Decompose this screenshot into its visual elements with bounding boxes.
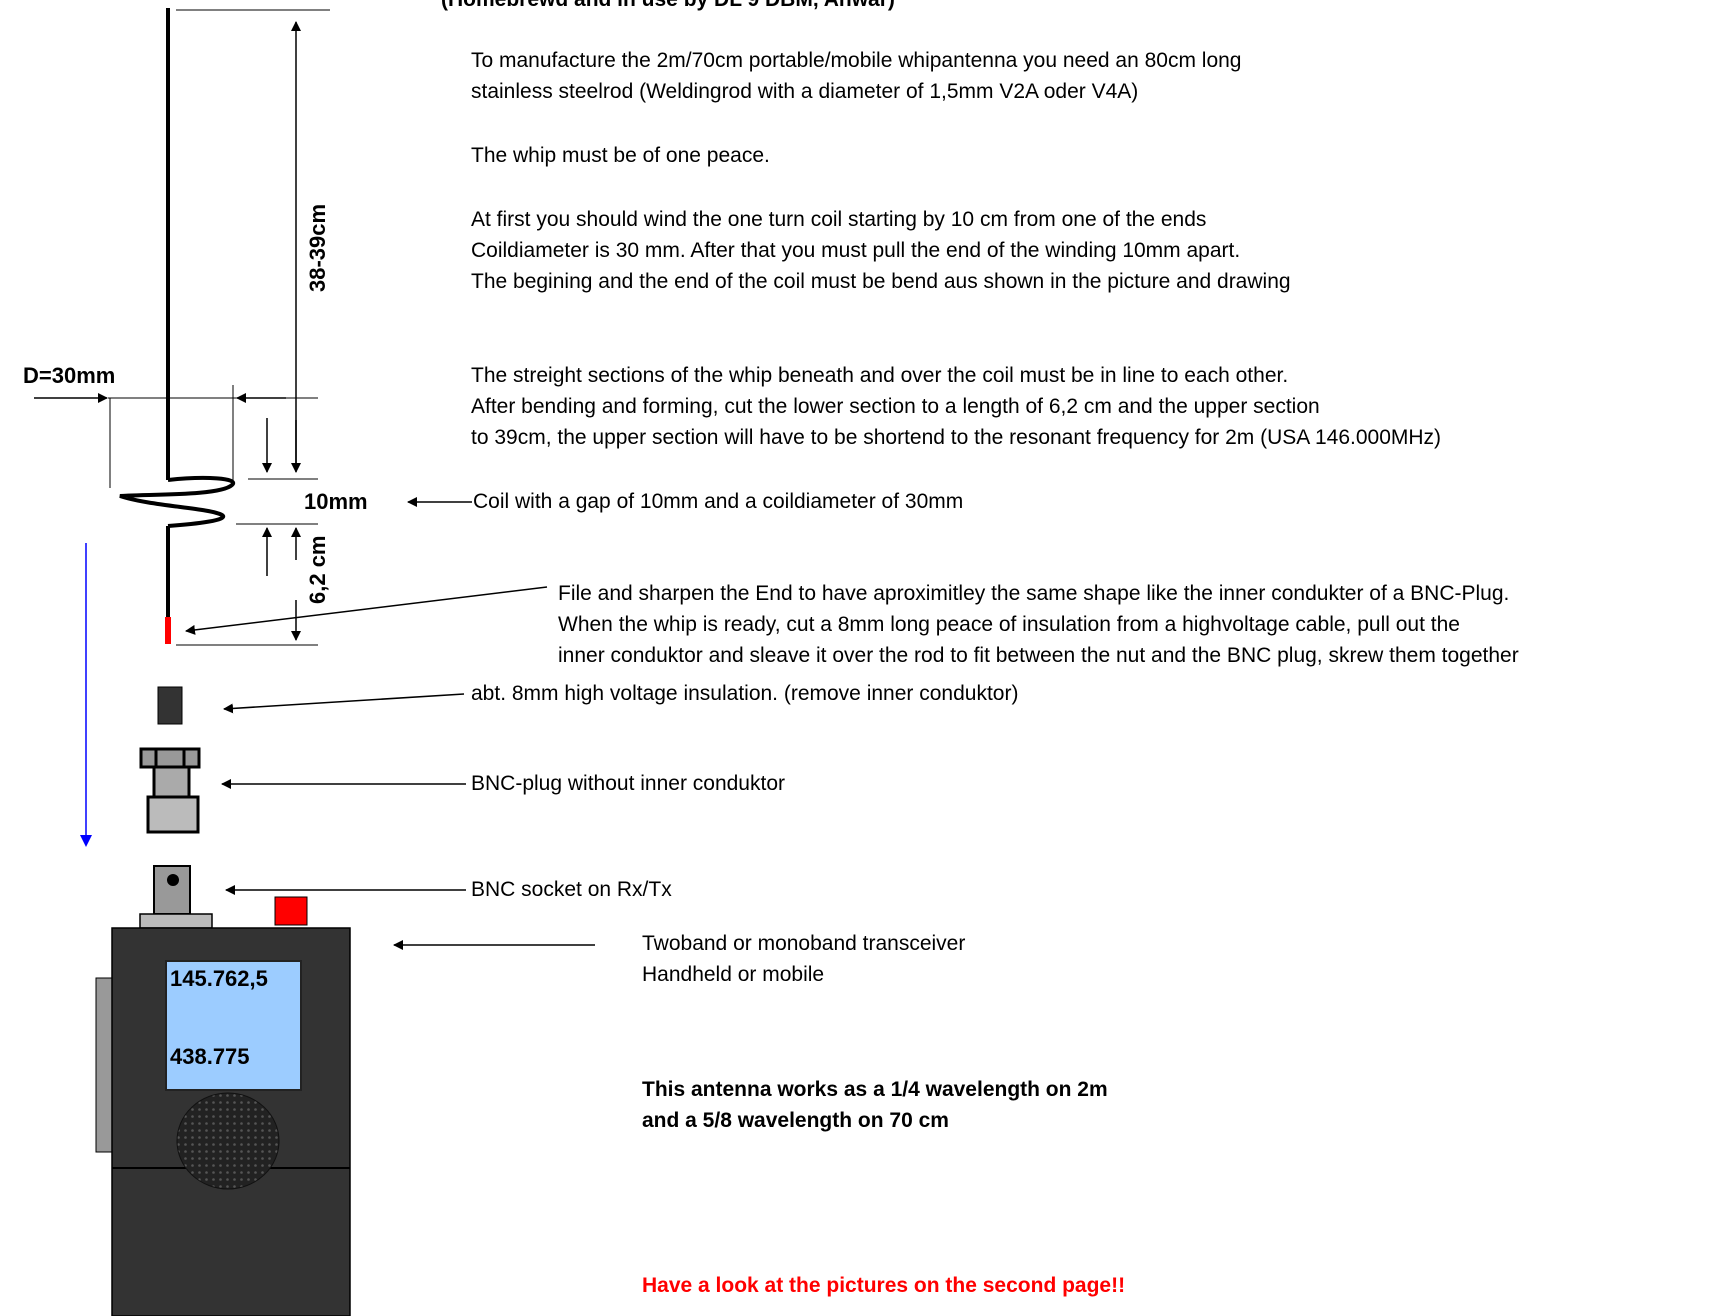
tip-callout-line-1: File and sharpen the End to have aproxim… bbox=[558, 582, 1510, 605]
coil-winding-line-1: At first you should wind the one turn co… bbox=[471, 208, 1207, 231]
transceiver-callout-line-1: Twoband or monoband transceiver bbox=[642, 932, 966, 955]
alignment-line-3: to 39cm, the upper section will have to … bbox=[471, 426, 1442, 449]
speaker-grille bbox=[176, 1092, 280, 1190]
insulation-sleeve bbox=[157, 686, 183, 725]
note-one-piece: The whip must be of one peace. bbox=[471, 144, 770, 167]
radio-display: 145.762,5 438.775 bbox=[165, 960, 302, 1091]
alignment-line-2: After bending and forming, cut the lower… bbox=[471, 395, 1320, 418]
summary-line-2: and a 5/8 wavelength on 70 cm bbox=[642, 1109, 949, 1132]
intro-line-1: To manufacture the 2m/70cm portable/mobi… bbox=[471, 49, 1242, 72]
tip-callout-line-3: inner conduktor and sleave it over the r… bbox=[558, 644, 1519, 667]
display-frequency-70cm: 438.775 bbox=[170, 1044, 250, 1069]
dim-label-diameter: D=30mm bbox=[23, 363, 116, 388]
bnc-socket bbox=[139, 865, 213, 929]
transceiver-callout-line-2: Handheld or mobile bbox=[642, 963, 825, 986]
alignment-line-1: The streight sections of the whip beneat… bbox=[471, 364, 1289, 387]
insulation-callout-label: abt. 8mm high voltage insulation. (remov… bbox=[471, 682, 1019, 705]
dim-label-upper-length: 38-39cm bbox=[305, 203, 330, 292]
bnc-socket-callout-label: BNC socket on Rx/Tx bbox=[471, 878, 672, 901]
tip-callout-line-2: When the whip is ready, cut a 8mm long p… bbox=[558, 613, 1460, 636]
bnc-plug bbox=[139, 747, 201, 834]
dim-label-lower-length: 6,2 cm bbox=[305, 535, 330, 605]
bnc-plug-callout-label: BNC-plug without inner conduktor bbox=[471, 772, 785, 795]
sharpened-tip bbox=[165, 617, 171, 644]
coil-winding-line-3: The begining and the end of the coil mus… bbox=[471, 270, 1291, 293]
insulation-callout-arrow bbox=[223, 693, 465, 714]
page-header-credit: (Homebrewd and in use by DL 9 DBM, Anwar… bbox=[441, 0, 895, 14]
coil bbox=[119, 475, 236, 528]
tip-callout-arrow bbox=[185, 586, 548, 635]
coil-callout-label: Coil with a gap of 10mm and a coildiamet… bbox=[473, 490, 964, 513]
summary-line-1: This antenna works as a 1/4 wavelength o… bbox=[642, 1078, 1108, 1101]
coil-winding-line-2: Coildiameter is 30 mm. After that you mu… bbox=[471, 239, 1241, 262]
display-frequency-2m: 145.762,5 bbox=[170, 966, 268, 991]
intro-line-2: stainless steelrod (Weldingrod with a di… bbox=[471, 80, 1139, 103]
ptt-button bbox=[274, 896, 308, 926]
second-page-note: Have a look at the pictures on the secon… bbox=[642, 1274, 1126, 1297]
dim-label-gap: 10mm bbox=[304, 489, 368, 514]
